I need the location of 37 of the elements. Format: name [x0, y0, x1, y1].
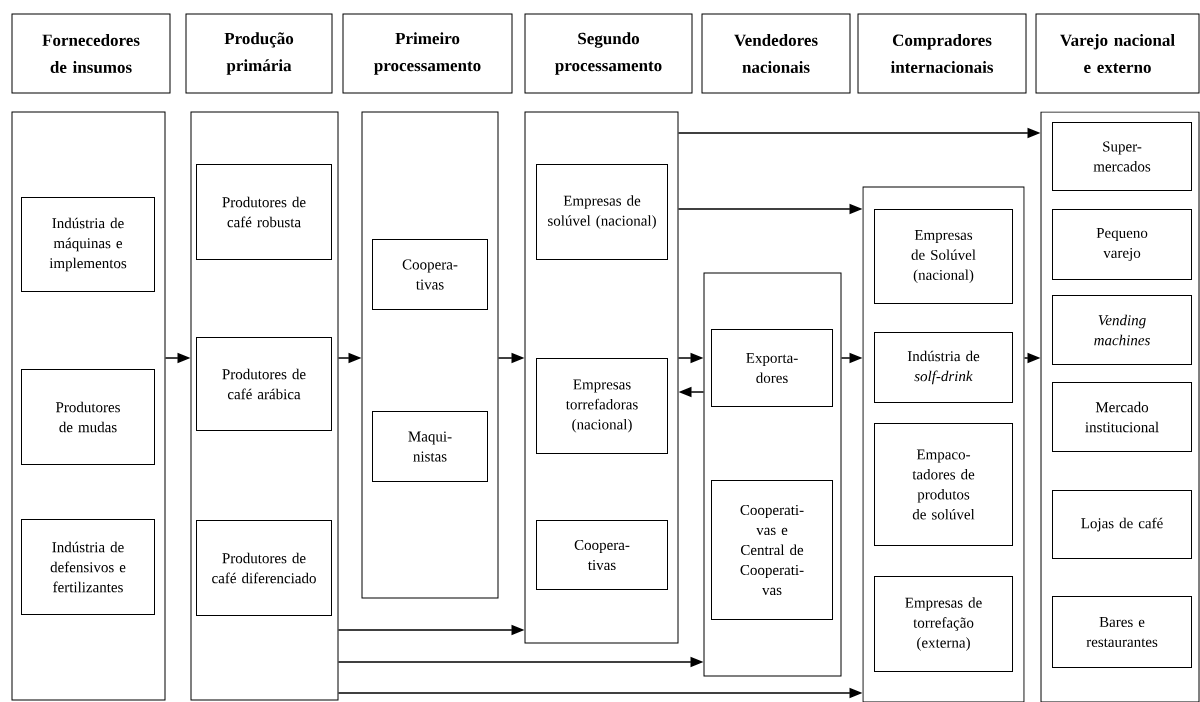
actor-box: Exporta-dores [711, 329, 833, 407]
actor-box: Bares e restaurantes [1052, 596, 1192, 668]
actor-box: Indústria de máquinas e implementos [21, 197, 155, 292]
actor-box: Mercado institucional [1052, 382, 1192, 452]
column-box [11, 111, 166, 701]
column-box [703, 272, 842, 677]
actor-box: Empresas de solúvel (nacional) [536, 164, 668, 260]
header-box: Segundo processamento [524, 13, 693, 94]
header-box: Varejo nacional e externo [1035, 13, 1200, 94]
actor-box: Produtores de café arábica [196, 337, 332, 431]
header-box: Produção primária [185, 13, 333, 94]
actor-box: Lojas de café [1052, 490, 1192, 559]
actor-box: Produtores de café robusta [196, 164, 332, 260]
header-box: Vendedores nacionais [701, 13, 851, 94]
actor-box: Indústria de defensivos e fertilizantes [21, 519, 155, 615]
actor-box: Produtores de mudas [21, 369, 155, 465]
actor-box: Pequeno varejo [1052, 209, 1192, 280]
actor-box: Empresas torrefadoras (nacional) [536, 358, 668, 454]
header-box: Compradores internacionais [857, 13, 1027, 94]
column-box [1040, 111, 1200, 702]
actor-box: Produtores de café diferenciado [196, 520, 332, 616]
column-box [190, 111, 339, 701]
actor-box: Empaco-tadores de produtos de solúvel [874, 423, 1013, 546]
column-box [862, 186, 1025, 702]
actor-box: Super-mercados [1052, 122, 1192, 191]
header-box: Primeiro processamento [342, 13, 513, 94]
actor-box: Coopera-tivas [372, 239, 488, 310]
header-box: Fornecedores de insumos [11, 13, 171, 94]
actor-box: Vending machines [1052, 295, 1192, 365]
actor-box: Cooperati-vas e Central de Cooperati-vas [711, 480, 833, 620]
column-box [361, 111, 499, 599]
actor-box: Empresas de torrefação (externa) [874, 576, 1013, 672]
actor-box: Indústria de solf-drink [874, 332, 1013, 403]
actor-box: Coopera-tivas [536, 520, 668, 590]
column-box [524, 111, 679, 644]
actor-box: Maqui-nistas [372, 411, 488, 482]
actor-box: Empresas de Solúvel (nacional) [874, 209, 1013, 304]
